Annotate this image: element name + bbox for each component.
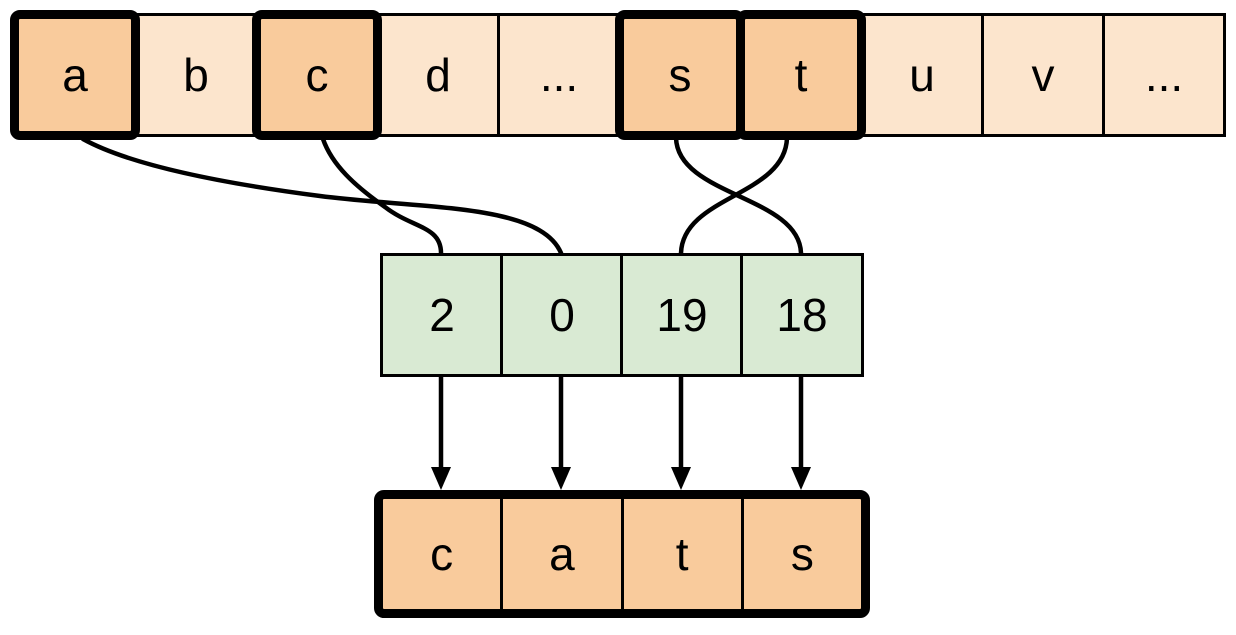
index-cell-0: 0 <box>500 253 624 377</box>
alphabet-cell-ellipsis-1: ... <box>497 13 621 137</box>
alphabet-cell-a: a <box>13 13 137 137</box>
output-cell-a: a <box>500 499 620 609</box>
highlight-ring-s <box>615 10 745 140</box>
curve-letter-a-to-index-0 <box>80 136 564 256</box>
index-cell-18: 18 <box>740 253 864 377</box>
arrow-index-18-to-output-s <box>791 374 811 490</box>
arrow-index-0-to-output-a <box>551 374 571 490</box>
output-word-row: c a t s <box>374 490 870 618</box>
arrow-index-19-to-output-t <box>671 374 691 490</box>
curve-letter-t-to-index-19 <box>678 135 790 256</box>
curve-letter-c-to-index-2 <box>320 136 444 256</box>
output-cell-t: t <box>620 499 741 609</box>
highlight-ring-a <box>10 10 140 140</box>
alphabet-cell-d: d <box>376 13 500 137</box>
index-cell-2: 2 <box>380 253 504 377</box>
alphabet-cell-v: v <box>981 13 1105 137</box>
output-cell-c: c <box>430 528 454 580</box>
highlight-ring-t <box>736 10 866 140</box>
highlight-ring-c <box>252 10 382 140</box>
arrow-index-2-to-output-c <box>431 374 451 490</box>
alphabet-cell-u: u <box>860 13 984 137</box>
output-cell-s: s <box>740 499 861 609</box>
alphabet-cell-b: b <box>134 13 258 137</box>
alphabet-cell-ellipsis-2: ... <box>1102 13 1226 137</box>
curve-letter-s-to-index-18 <box>673 135 804 256</box>
index-cell-19: 19 <box>620 253 744 377</box>
